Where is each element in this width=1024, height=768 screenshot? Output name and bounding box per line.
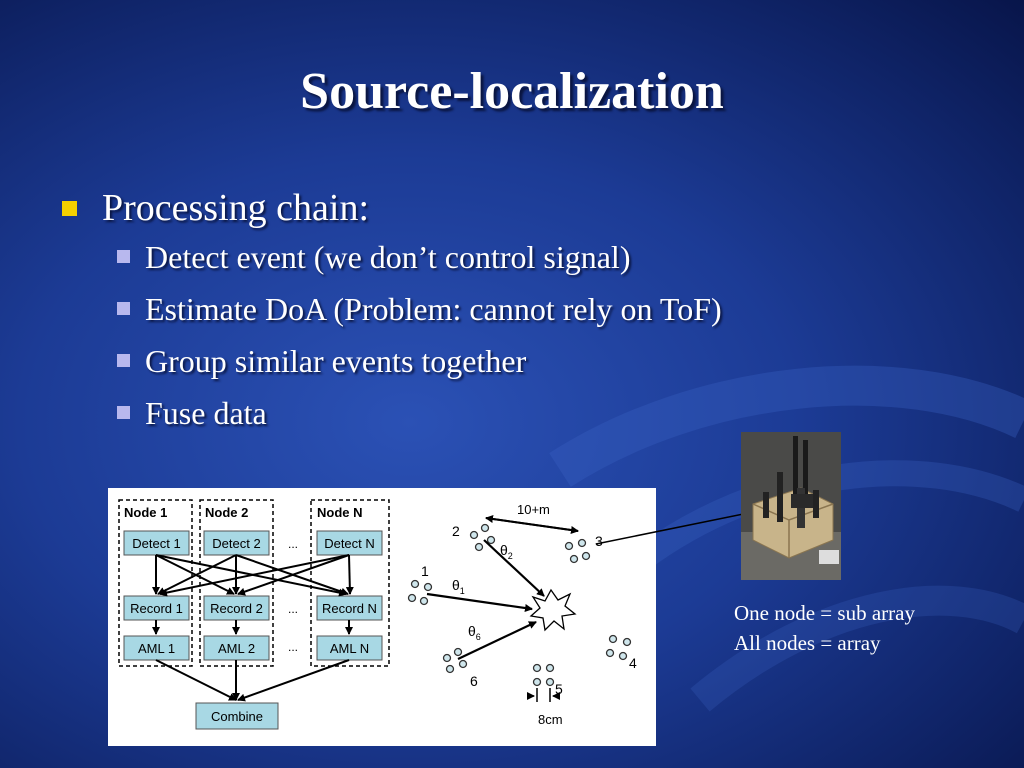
doa-arrows: [426, 539, 545, 660]
detect-1-label: Detect 1: [132, 536, 180, 551]
node-1-label: Node 1: [124, 505, 167, 520]
combine-label: Combine: [211, 709, 263, 724]
record-n-box: [316, 595, 383, 621]
array-label-5: 5: [555, 681, 563, 697]
sub-bullet-square-icon: [117, 302, 130, 315]
aml-n-label: AML N: [330, 641, 369, 656]
sub-bullet-square-icon: [117, 406, 130, 419]
caption-line-1: One node = sub array: [734, 601, 915, 625]
detect-record-arrows: [152, 554, 354, 597]
array-label-6: 6: [470, 673, 478, 689]
sub-bullet-list: Detect event (we don’t control signal) E…: [117, 234, 722, 442]
sensor-node-photo: [741, 432, 841, 580]
detect-n-label: Detect N: [324, 536, 375, 551]
node-1-container: [118, 499, 193, 667]
detect-1-box: [123, 530, 190, 556]
sub-bullet-square-icon: [117, 354, 130, 367]
record-1-label: Record 1: [130, 601, 183, 616]
bullet-text: Processing chain:: [102, 187, 370, 229]
photo-caption: One node = sub array All nodes = array: [734, 598, 915, 658]
theta-1-label: θ1: [452, 577, 465, 596]
slide-title: Source-localization: [300, 63, 724, 120]
caption-line-2: All nodes = array: [734, 631, 881, 655]
sub-bullet-text: Estimate DoA (Problem: cannot rely on To…: [145, 291, 722, 327]
ellipsis-record: ...: [288, 602, 298, 616]
bullet-processing-chain: Processing chain:: [62, 186, 722, 230]
detect-2-label: Detect 2: [212, 536, 260, 551]
source-event-icon: [529, 588, 577, 632]
record-1-box: [123, 595, 190, 621]
array-label-1: 1: [421, 563, 429, 579]
node-n-container: [310, 499, 390, 667]
aml-combine-arrows: [155, 659, 350, 702]
sub-bullet-detect: Detect event (we don’t control signal): [117, 234, 722, 286]
array-label-4: 4: [629, 655, 637, 671]
sub-bullet-text: Group similar events together: [145, 343, 527, 379]
aml-1-label: AML 1: [138, 641, 175, 656]
theta-2-label: θ2: [500, 542, 513, 561]
sub-bullet-group: Group similar events together: [117, 338, 722, 390]
sub-bullet-text: Detect event (we don’t control signal): [145, 239, 631, 275]
sub-bullet-fuse: Fuse data: [117, 390, 722, 442]
record-2-label: Record 2: [210, 601, 263, 616]
theta-6-label: θ6: [468, 623, 481, 642]
aml-n-box: [316, 635, 383, 661]
sub-bullet-estimate: Estimate DoA (Problem: cannot rely on To…: [117, 286, 722, 338]
distance-label: 10+m: [517, 502, 550, 517]
bullet-square-icon: [62, 201, 77, 216]
aml-2-box: [203, 635, 270, 661]
aml-2-label: AML 2: [218, 641, 255, 656]
sub-bullet-square-icon: [117, 250, 130, 263]
sub-bullet-text: Fuse data: [145, 395, 267, 431]
node-n-label: Node N: [317, 505, 363, 520]
aml-1-box: [123, 635, 190, 661]
node-2-label: Node 2: [205, 505, 248, 520]
combine-box: [195, 702, 279, 730]
ellipsis-aml: ...: [288, 640, 298, 654]
processing-diagram: Node 1 Node 2 Node N Detect 1 Detect 2 D…: [108, 488, 656, 746]
ellipsis-detect: ...: [288, 537, 298, 551]
distance-arrow-back: [485, 515, 579, 532]
bullet-list: Processing chain: Detect event (we don’t…: [62, 186, 722, 442]
detect-n-box: [316, 530, 383, 556]
spacing-label: 8cm: [538, 712, 563, 727]
detect-2-box: [203, 530, 270, 556]
record-aml-arrows: [152, 620, 353, 635]
record-2-box: [203, 595, 270, 621]
array-label-3: 3: [595, 533, 603, 549]
array-label-2: 2: [452, 523, 460, 539]
record-n-label: Record N: [322, 601, 377, 616]
sensor-arrays: [407, 523, 632, 687]
